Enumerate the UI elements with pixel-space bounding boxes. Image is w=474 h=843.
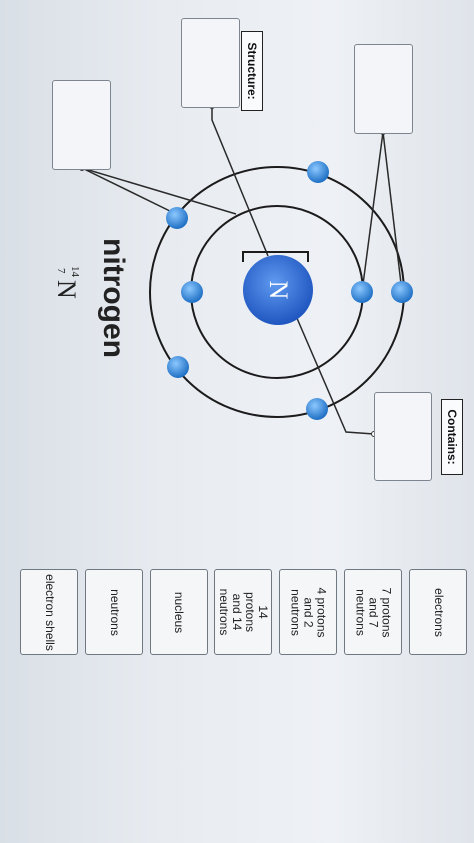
connector-line	[289, 301, 375, 435]
contains-label: Contains:	[441, 399, 463, 475]
answer-card-14p14n[interactable]: 14 protons and 14 neutrons	[214, 569, 272, 655]
connector-line	[81, 167, 237, 215]
answer-card-4p2n[interactable]: 4 protons and 2 neutrons	[279, 569, 337, 655]
electron-dot-icon	[167, 356, 189, 378]
electron-dot-icon	[351, 281, 373, 303]
connector-line	[81, 167, 177, 215]
answer-card-nucleus[interactable]: nucleus	[150, 569, 208, 655]
mass-number: 14	[69, 266, 81, 277]
nucleus-bracket	[242, 251, 309, 262]
isotope-notation: 14 7 N	[50, 266, 81, 316]
element-symbol: N	[52, 280, 81, 299]
drop-zone-2[interactable]	[181, 18, 240, 108]
answer-card-label: 7 protons and 7 neutrons	[353, 586, 394, 638]
element-name: nitrogen	[97, 238, 130, 358]
structure-label: Structure:	[241, 31, 263, 111]
drop-zone-1[interactable]	[52, 80, 111, 170]
answer-card-label: 4 protons and 2 neutrons	[288, 586, 329, 638]
electron-dot-icon	[166, 207, 188, 229]
drop-zone-4[interactable]	[374, 392, 432, 481]
answer-card-electron-shells[interactable]: electron shells	[20, 569, 78, 655]
connector-line	[211, 106, 269, 257]
answer-card-label: nucleus	[172, 591, 187, 633]
answer-card-label: neutrons	[107, 588, 122, 636]
atomic-number: 7	[55, 268, 67, 274]
electron-dot-icon	[307, 161, 329, 183]
answer-card-label: 14 protons and 14 neutrons	[217, 588, 270, 636]
electron-dot-icon	[306, 398, 328, 420]
connector-line	[361, 131, 384, 293]
nucleus-icon	[243, 255, 313, 325]
answer-card-7p7n[interactable]: 7 protons and 7 neutrons	[344, 569, 402, 655]
connector-line	[382, 131, 403, 293]
answer-card-label: electron shells	[42, 573, 57, 651]
drop-zone-3[interactable]	[354, 44, 413, 134]
electron-dot-icon	[391, 281, 413, 303]
nucleus-symbol: N	[264, 280, 293, 300]
answer-card-label: electrons	[431, 587, 446, 637]
answer-card-neutrons[interactable]: neutrons	[85, 569, 143, 655]
electron-dot-icon	[181, 281, 203, 303]
answer-card-electrons[interactable]: electrons	[409, 569, 467, 655]
